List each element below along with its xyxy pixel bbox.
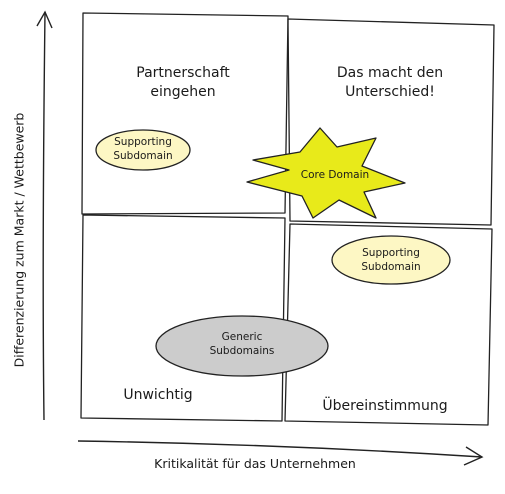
x-axis-arrow [77,440,483,458]
generic-subdomains-label: Generic Subdomains [209,331,275,358]
quadrant-top-left-label: Partnerschaft eingehen [136,65,230,100]
supporting-subdomain-top-label: Supporting Subdomain [113,136,173,163]
y-axis-arrow [42,11,46,421]
supporting-subdomain-top-ellipse [95,129,191,171]
quadrant-top-left-box [81,12,289,215]
quadrant-bottom-left-label: Unwichtig [123,387,193,403]
y-axis-label: Differenzierung zum Markt / Wettbewerb [11,112,27,368]
supporting-subdomain-right-label: Supporting Subdomain [361,247,421,274]
x-axis-label: Kritikalität für das Unternehmen [154,456,356,471]
core-domain-label: Core Domain [300,169,370,181]
core-domain-star [246,127,406,219]
quadrant-bottom-right-label: Übereinstimmung [322,398,448,414]
quadrant-bottom-left-box [80,214,286,422]
y-axis-arrowhead [36,10,53,29]
quadrant-top-right-label: Das macht den Unterschied! [336,65,444,100]
supporting-subdomain-right-ellipse [331,235,451,285]
x-axis-arrowhead [463,446,484,466]
generic-subdomains-ellipse [155,315,329,377]
